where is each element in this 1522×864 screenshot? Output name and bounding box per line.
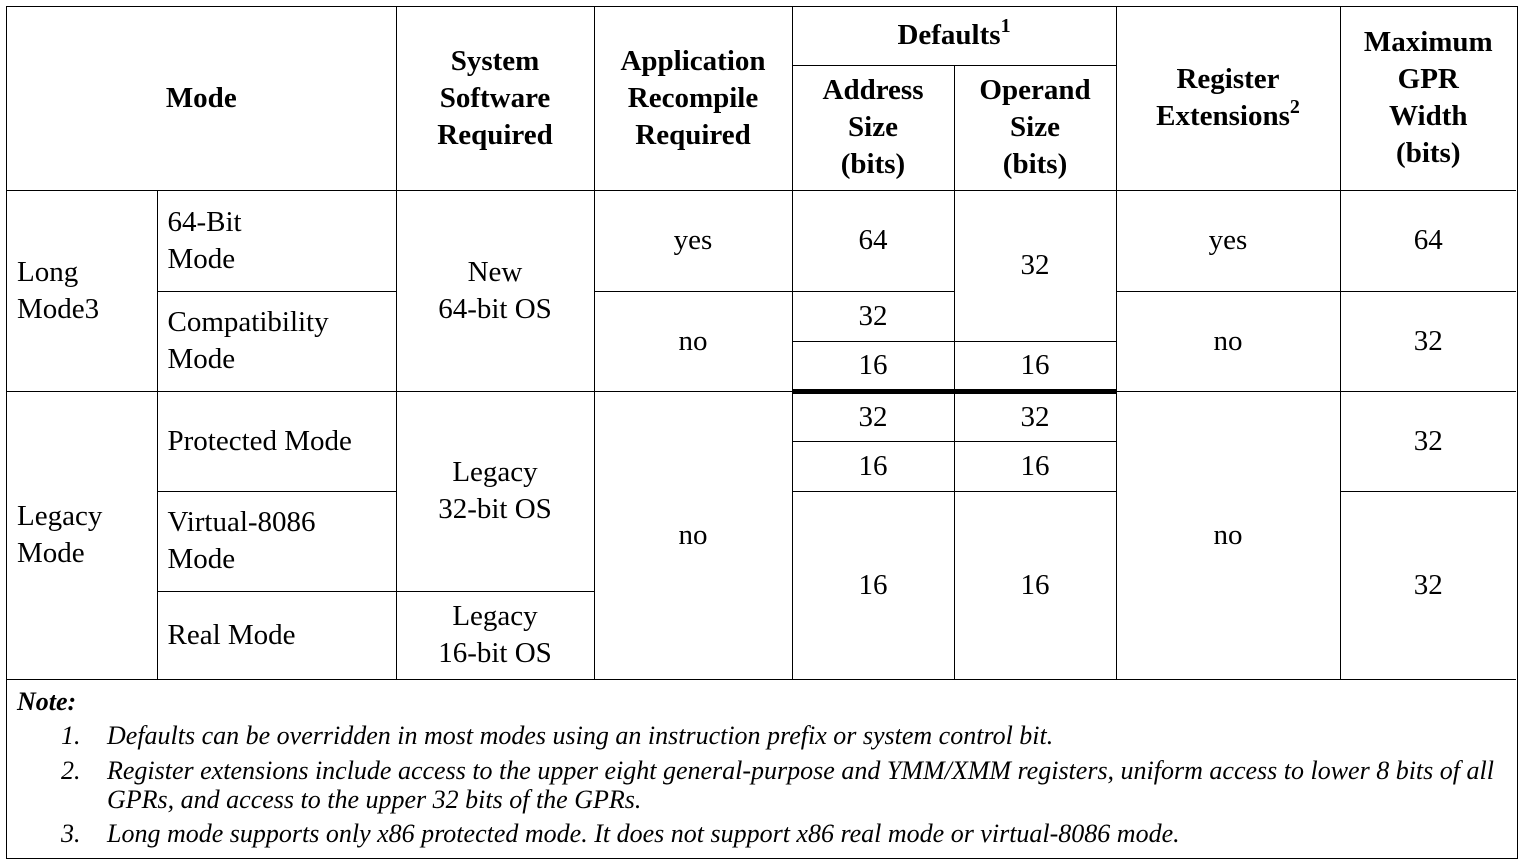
operating-modes-table: Mode System Software Required Applicatio… — [7, 7, 1517, 680]
header-defaults: Defaults1 — [791, 7, 1117, 66]
long-mode-os: New 64-bit OS — [395, 189, 595, 392]
note-text: Register extensions include access to th… — [107, 756, 1494, 814]
regext-compatibility: no — [1115, 290, 1341, 392]
legacy-mode-label: Legacy Mode — [7, 390, 158, 680]
note-text: Long mode supports only x86 protected mo… — [107, 819, 1180, 848]
operand-protected-32: 32 — [953, 390, 1117, 442]
submode-compatibility: Compatibility Mode — [157, 290, 397, 392]
address-compat-16: 16 — [792, 340, 955, 394]
submode-64-bit: 64-Bit Mode — [156, 189, 397, 292]
header-max-gpr: Maximum GPR Width (bits) — [1339, 7, 1517, 191]
operand-compat-16: 16 — [953, 340, 1117, 394]
long-mode-label: Long Mode3 — [7, 189, 158, 392]
submode-protected: Protected Mode — [156, 390, 397, 492]
recompile-legacy: no — [593, 390, 793, 680]
legacy-32-bit-os: Legacy 32-bit OS — [395, 390, 595, 592]
recompile-compatibility: no — [593, 290, 793, 392]
submode-real: Real Mode — [157, 590, 397, 680]
note-number: 3. — [61, 819, 81, 848]
note-number: 1. — [61, 721, 81, 750]
header-address-size: Address Size (bits) — [792, 64, 955, 191]
footnote-ref-1: 1 — [1000, 15, 1011, 38]
header-mode: Mode — [7, 7, 397, 191]
header-register-extensions: Register Extensions2 — [1115, 7, 1341, 191]
header-operand-size: Operand Size (bits) — [953, 64, 1117, 191]
gpr-protected: 32 — [1339, 390, 1517, 492]
operand-virtual-real: 16 — [953, 490, 1117, 680]
operating-modes-table-frame: Mode System Software Required Applicatio… — [6, 6, 1518, 859]
note-text: Defaults can be overridden in most modes… — [107, 721, 1054, 750]
gpr-compatibility: 32 — [1339, 290, 1517, 392]
address-compat-32: 32 — [791, 290, 955, 342]
header-app-recompile: Application Recompile Required — [593, 7, 793, 191]
header-mode-text: Mode — [165, 81, 237, 114]
footnote-ref-2: 2 — [1289, 96, 1300, 119]
operand-protected-16: 16 — [953, 440, 1117, 492]
address-protected-16: 16 — [792, 440, 955, 492]
notes-title: Note: — [17, 687, 77, 716]
regext-legacy: no — [1115, 390, 1341, 680]
regext-64-bit: yes — [1115, 189, 1341, 292]
address-virtual-real: 16 — [791, 490, 955, 680]
gpr-64-bit: 64 — [1339, 189, 1517, 292]
address-64-bit: 64 — [791, 189, 955, 292]
submode-virtual-8086: Virtual-8086 Mode — [157, 490, 397, 592]
recompile-64-bit: yes — [593, 189, 793, 292]
operand-long-32: 32 — [953, 189, 1117, 342]
header-system-software: System Software Required — [395, 7, 595, 191]
gpr-virtual-real: 32 — [1339, 490, 1517, 680]
address-protected-32: 32 — [791, 390, 955, 442]
note-number: 2. — [61, 756, 81, 785]
legacy-16-bit-os: Legacy 16-bit OS — [395, 590, 595, 680]
